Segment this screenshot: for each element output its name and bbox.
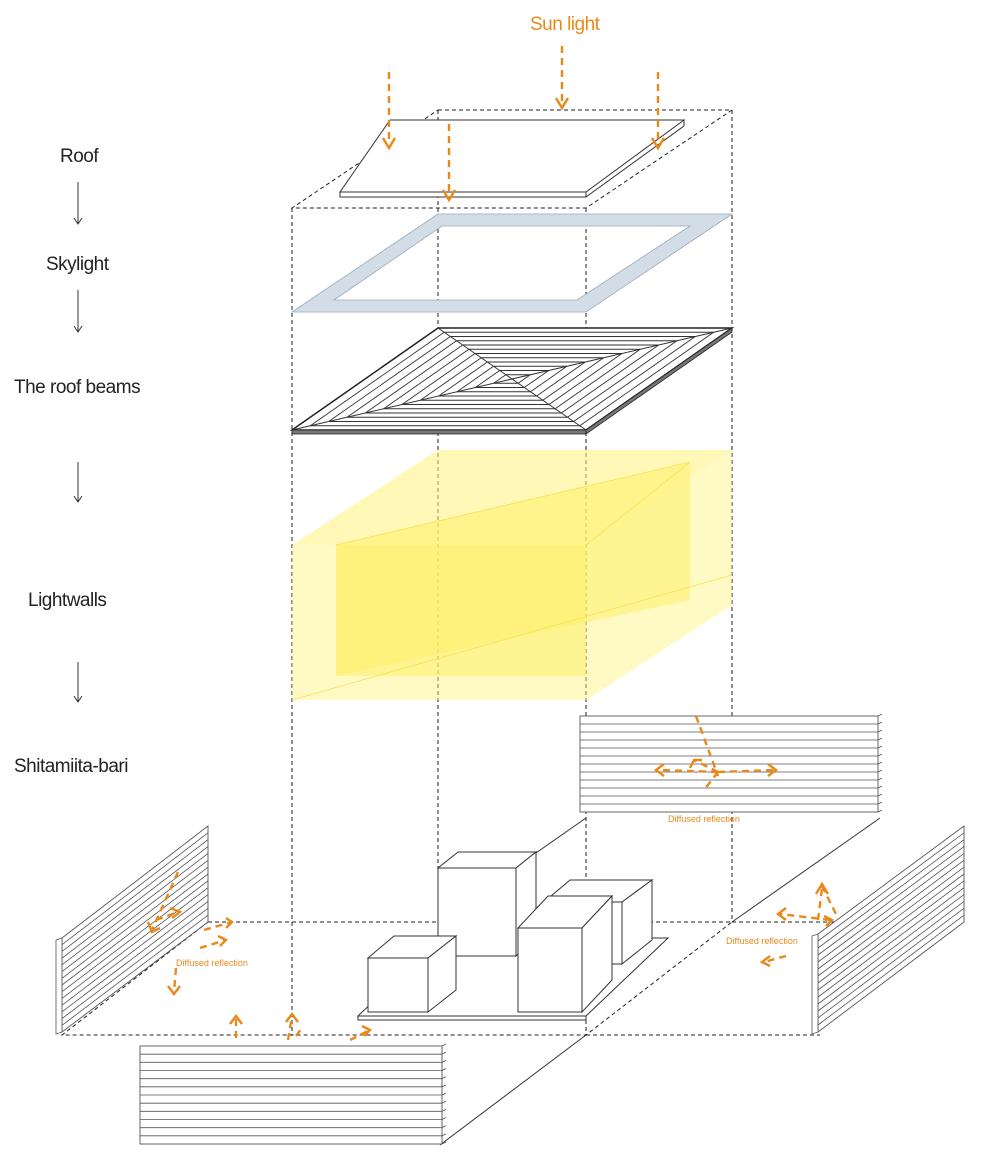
shitamiita-wall-front (139, 1043, 447, 1145)
down-arrow-icon (73, 182, 83, 225)
layer-label-skylight: Skylight (46, 254, 110, 275)
layer-label-roof: Roof (60, 146, 99, 167)
diffused-label-right: Diffused reflection (726, 936, 798, 946)
roof-slab (339, 119, 686, 198)
shitamiita-wall-right (811, 825, 965, 1035)
shitamiita-wall-back (579, 713, 883, 813)
roof-beams-grid (289, 327, 735, 435)
down-arrow-icon (73, 662, 83, 703)
diffused-reflection-arrows (146, 715, 840, 1042)
shitamiita-wall-left (55, 825, 209, 1035)
sunlight-arrows (381, 46, 666, 203)
down-arrow-icon (73, 462, 83, 503)
diffused-label-upper: Diffused reflection (668, 814, 740, 824)
building-blocks (356, 850, 670, 1021)
sunlight-title: Sun light (530, 14, 601, 35)
lightwalls-volume (291, 450, 733, 701)
layer-label-roof-beams: The roof beams (14, 377, 140, 398)
layer-label-lightwalls: Lightwalls (28, 590, 106, 611)
skylight-frame (290, 213, 734, 313)
layer-label-shitamiita: Shitamiita-bari (14, 756, 128, 777)
down-arrow-icon (73, 290, 83, 333)
diffused-label-left: Diffused reflection (176, 958, 248, 968)
